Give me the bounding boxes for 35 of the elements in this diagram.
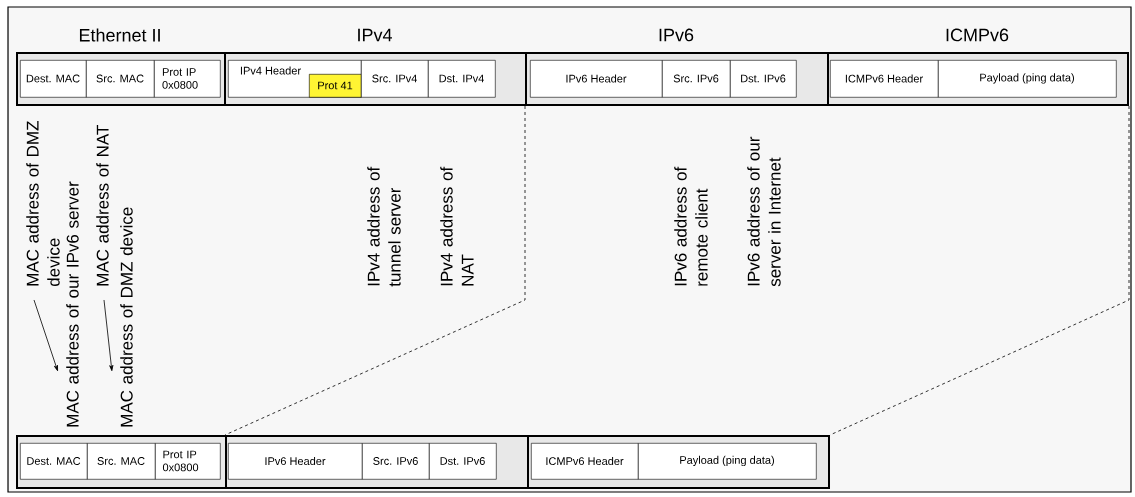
mapping-line — [829, 105, 1130, 436]
header-field: IPv6 Header — [530, 60, 663, 98]
address-note: MAC address of our IPv6 server — [66, 181, 79, 427]
address-note: MAC address of DMZ device — [120, 207, 133, 427]
header-field: Payload (ping data) — [638, 443, 817, 480]
address-note: IPv4 address of NAT — [440, 166, 474, 286]
header-field: Payload (ping data) — [938, 60, 1117, 98]
arrow — [33, 299, 58, 372]
address-note: IPv4 address of tunnel server — [367, 166, 401, 287]
address-note: MAC address of NAT — [96, 125, 109, 286]
protocol-tag: Prot 41 — [309, 74, 362, 98]
header-field: Dst. IPv4 — [428, 60, 496, 98]
node-label: Ethernet II — [79, 28, 160, 42]
header-field: Dest. MAC — [20, 60, 87, 98]
node-label: IPv4 — [358, 28, 392, 42]
header-field: Dst. IPv6 — [730, 60, 797, 98]
address-note: IPv6 address of our server in Internet — [747, 136, 781, 287]
header-field: Src. MAC — [86, 60, 155, 98]
header-field: Prot IP 0x0800 — [154, 60, 221, 98]
node-label: ICMPv6 — [946, 28, 1009, 42]
address-note: IPv6 address of remote client — [674, 166, 708, 286]
node-label: IPv6 — [659, 28, 694, 42]
mapping-line — [224, 105, 526, 436]
header-field: Src. IPv4 — [361, 60, 429, 98]
header-field: Src. IPv6 — [662, 60, 731, 98]
header-field: Src. IPv6 — [362, 443, 430, 480]
header-field: IPv6 Header — [228, 443, 363, 480]
header-field: Prot IP 0x0800 — [155, 443, 221, 480]
arrow — [103, 299, 114, 372]
header-field: ICMPv6 Header — [830, 60, 939, 98]
address-note: MAC address of DMZ device — [26, 121, 60, 287]
header-field: Dest. MAC — [20, 443, 88, 480]
header-field: ICMPv6 Header — [531, 443, 639, 480]
header-field: Src. MAC — [87, 443, 156, 480]
header-field: Dst. IPv6 — [429, 443, 497, 480]
